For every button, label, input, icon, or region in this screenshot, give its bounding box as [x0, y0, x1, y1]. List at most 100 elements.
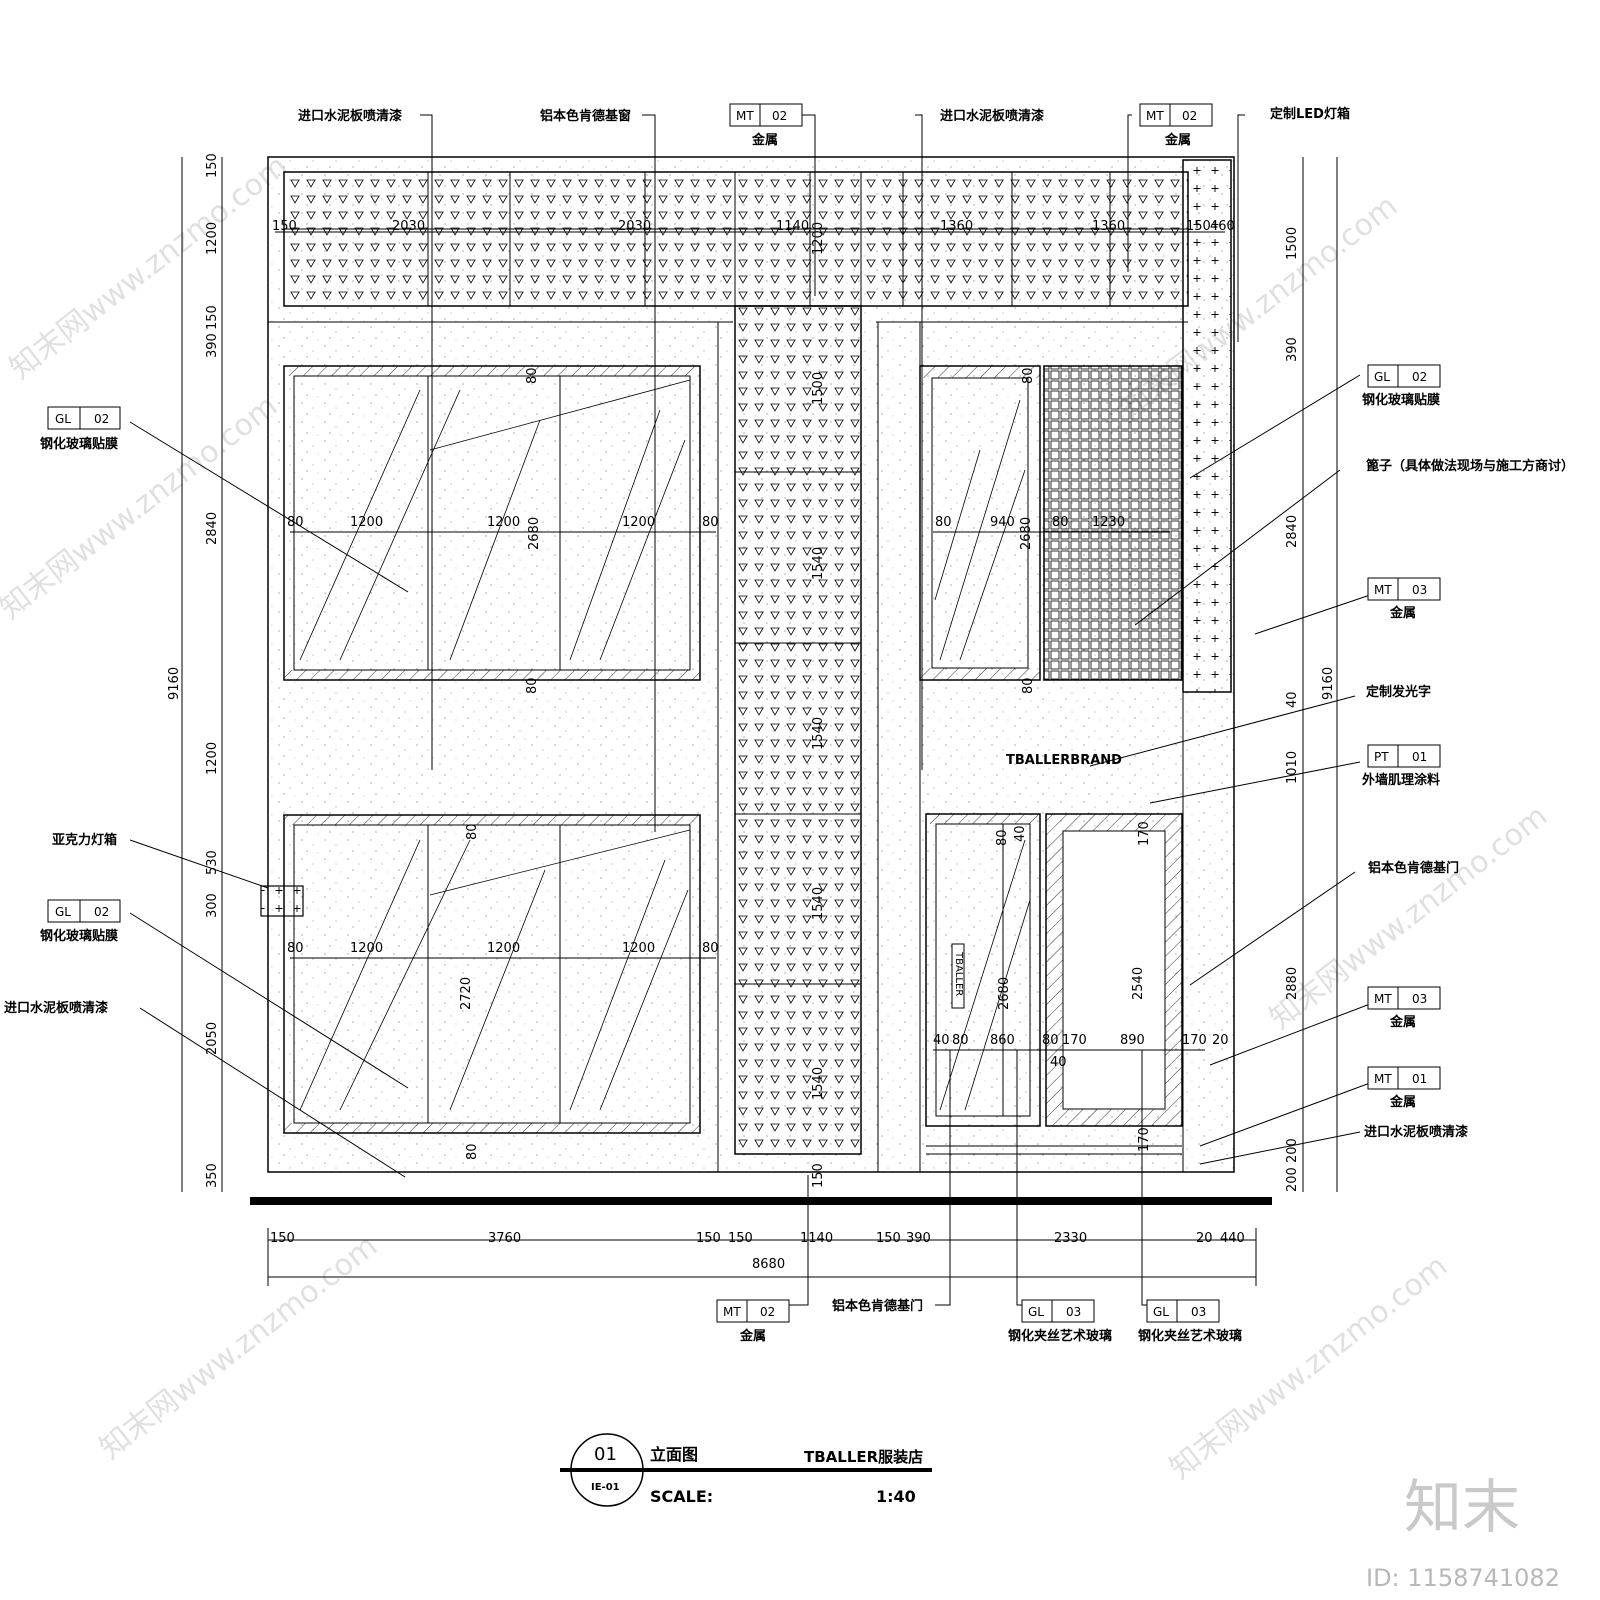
dim-text: 80 [1052, 515, 1069, 530]
svg-text:02: 02 [1182, 109, 1197, 123]
dim-text: 1200 [350, 941, 383, 956]
dim-text: 150 [728, 1231, 753, 1246]
dim-text: 200 [1285, 1138, 1300, 1163]
svg-text:03: 03 [1412, 992, 1427, 1006]
dim-text: 2030 [392, 219, 425, 234]
dim-text: 80 [702, 941, 719, 956]
dim-text: 150 [696, 1231, 721, 1246]
window-lower-left [283, 814, 701, 1134]
tag-gl03-bottom-2: GL 03 钢化夹丝艺术玻璃 [1138, 1299, 1242, 1344]
label-window-top: 铝本色肯德基窗 [540, 108, 631, 124]
dim-text: 170 [1062, 1033, 1087, 1048]
svg-text:MT: MT [1374, 583, 1392, 597]
label-metal: 金属 [1389, 1014, 1416, 1030]
ground-line [250, 1197, 1272, 1205]
svg-text:MT: MT [723, 1305, 741, 1319]
dim-text: 1140 [800, 1231, 833, 1246]
tag-mt03-right-1: MT 03 金属 [1367, 577, 1441, 621]
dim-text: 2880 [1285, 967, 1300, 1000]
svg-text:03: 03 [1066, 1305, 1081, 1319]
tag-gl02-right: GL 02 钢化玻璃贴膜 [1362, 364, 1441, 408]
watermark-id: ID: 1158741082 [1366, 1564, 1560, 1592]
title-number: 01 [594, 1444, 617, 1465]
dim-text: 80 [995, 829, 1010, 846]
dim-text: 1200 [622, 941, 655, 956]
dim-text: 3760 [488, 1231, 521, 1246]
dim-text: 1200 [205, 742, 220, 775]
acrylic-lightbox [260, 885, 304, 917]
dim-text: 2540 [1131, 967, 1146, 1000]
label-gl02-right: 钢化玻璃贴膜 [1362, 392, 1440, 408]
label-pt01: 外墙肌理涂料 [1361, 772, 1440, 788]
label-glow-letters: 定制发光字 [1365, 684, 1431, 700]
brand-sign: TBALLERBRAND [1006, 753, 1122, 768]
dim-text: 80 [465, 1143, 480, 1160]
label-cement-left: 进口水泥板喷清漆 [4, 1000, 108, 1016]
dim-text: 1540 [811, 547, 826, 580]
dim-text: 2680 [1019, 517, 1034, 550]
dim-text: 2720 [459, 977, 474, 1010]
watermark-text: 知末网www.znzmo.com [93, 1228, 384, 1466]
label-acrylic: 亚克力灯箱 [52, 832, 117, 848]
dim-text: 2680 [997, 977, 1012, 1010]
tag-mt01-right: MT 01 金属 [1367, 1066, 1441, 1110]
title-block: 01 IE-01 立面图 TBALLER服装店 SCALE: 1:40 [560, 1433, 932, 1507]
label-cement-top-2: 进口水泥板喷清漆 [940, 108, 1044, 124]
svg-text:02: 02 [94, 905, 109, 919]
dim-text: 80 [952, 1033, 969, 1048]
label-metal: 金属 [1389, 605, 1416, 621]
top-band-panel [283, 171, 1189, 307]
dim-text: 20 [1212, 1033, 1229, 1048]
dim-text: 80 [1021, 367, 1036, 384]
dim-text: 1540 [811, 717, 826, 750]
dim-text: 170 [1137, 821, 1152, 846]
svg-text:03: 03 [1412, 583, 1427, 597]
dim-text: 1500 [1285, 227, 1300, 260]
door-left: TBALLER [925, 813, 1041, 1127]
dim-text: 460 [1210, 219, 1235, 234]
svg-text:MT: MT [1374, 992, 1392, 1006]
dim-text: 40 [1013, 825, 1028, 842]
tag-gl03-bottom-1: GL 03 钢化夹丝艺术玻璃 [1008, 1299, 1112, 1344]
label-metal: 金属 [751, 132, 778, 148]
dim-text: 2840 [205, 512, 220, 545]
dim-text: 1200 [350, 515, 383, 530]
dim-text: 530 [205, 850, 220, 875]
label-gl02-b: 钢化玻璃贴膜 [40, 928, 118, 944]
door-sign: TBALLER [953, 951, 964, 996]
top-labels: 进口水泥板喷清漆 铝本色肯德基窗 进口水泥板喷清漆 定制LED灯箱 [298, 106, 1350, 124]
dim-text: 150 [811, 1163, 826, 1188]
watermark-text: 知末网www.znzmo.com [1163, 1248, 1454, 1486]
side-labels: 亚克力灯箱 进口水泥板喷清漆 篦子（具体做法现场与施工方商讨） 定制发光字 铝本… [4, 458, 1574, 1314]
tag-gl02-left-2: GL 02 钢化玻璃贴膜 [40, 899, 121, 944]
window-upper-left [283, 365, 701, 681]
watermark-logo: 知末 [1404, 1473, 1520, 1541]
svg-text:PT: PT [1374, 750, 1389, 764]
dim-text: 200 [1285, 1167, 1300, 1192]
dim-text: 80 [1021, 677, 1036, 694]
dim-text: 80 [525, 677, 540, 694]
dim-text: 1360 [940, 219, 973, 234]
dim-text: 1200 [487, 515, 520, 530]
dim-text: 150 [270, 1231, 295, 1246]
label-metal: 金属 [739, 1328, 766, 1344]
dim-text: 1360 [1092, 219, 1125, 234]
dim-text: 1200 [622, 515, 655, 530]
svg-text:GL: GL [55, 412, 71, 426]
label-cement-top-1: 进口水泥板喷清漆 [298, 108, 402, 124]
dim-text: 1010 [1285, 751, 1300, 784]
tag-gl02-left-1: GL 02 钢化玻璃贴膜 [40, 406, 121, 452]
dim-text-total-h-left: 9160 [167, 667, 182, 700]
material-tags: MT 02 金属 MT 02 金属 GL 02 钢化玻璃贴膜 GL 02 钢化玻… [40, 103, 1441, 1344]
window-upper-right [919, 365, 1183, 681]
label-door-right: 铝本色肯德基门 [1368, 860, 1459, 876]
dim-text: 1500 [811, 372, 826, 405]
dim-text: 940 [990, 515, 1015, 530]
svg-text:02: 02 [760, 1305, 775, 1319]
door-handle [951, 943, 965, 1009]
dim-text: 2030 [618, 219, 651, 234]
dim-text: 1540 [811, 887, 826, 920]
tag-mt02-top-2: MT 02 金属 [1139, 103, 1213, 148]
dim-text: 170 [1137, 1127, 1152, 1152]
